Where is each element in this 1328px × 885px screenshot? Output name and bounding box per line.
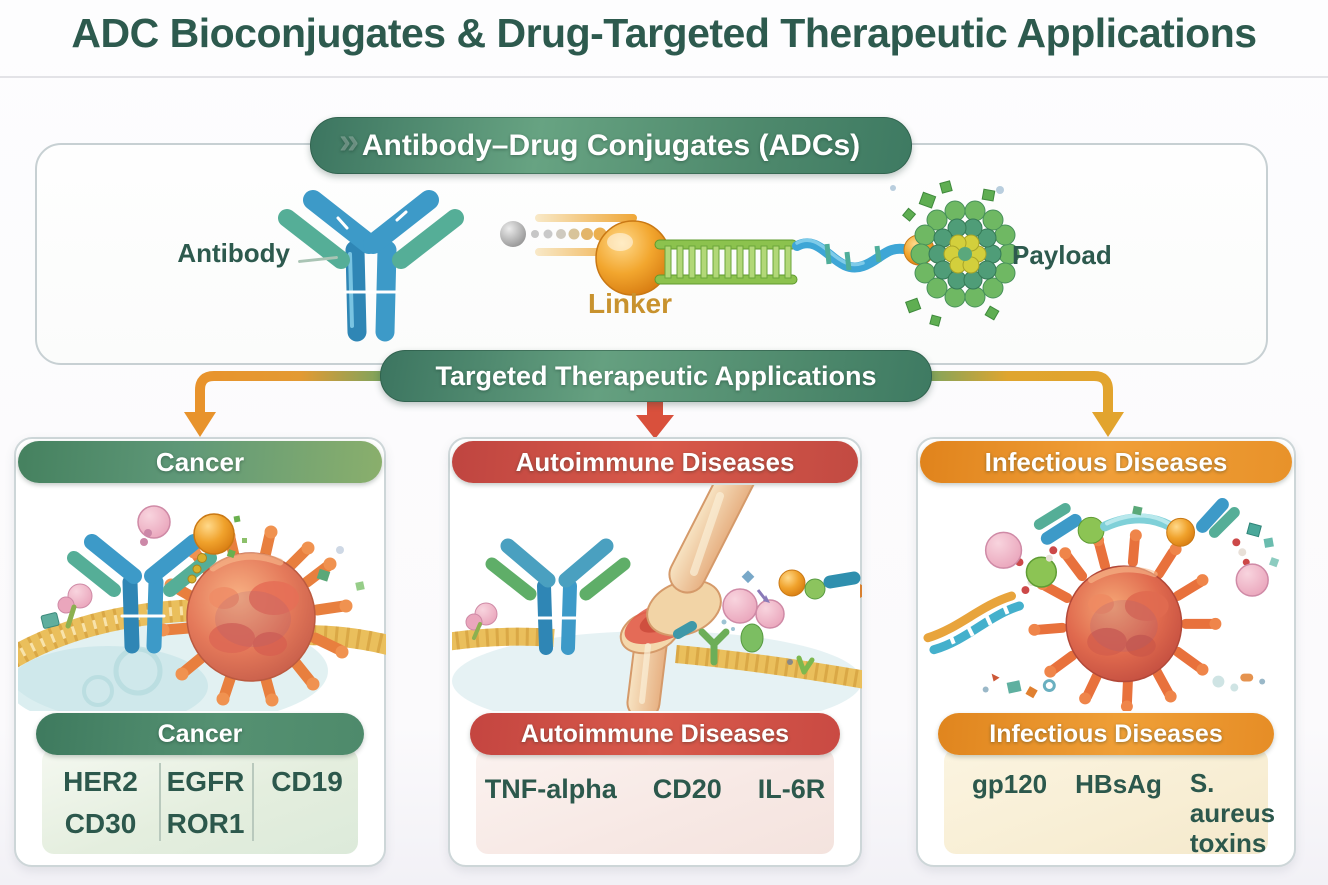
column-divider: [159, 763, 161, 841]
panel-autoimmune: Autoimmune Diseases: [448, 437, 862, 867]
target-her2: HER2: [63, 766, 138, 797]
cancer-illustration: [18, 505, 386, 711]
applications-banner-label: Targeted Therapeutic Applications: [435, 360, 877, 391]
infectious-targets-box: gp120 HBsAg S. aureus toxins: [944, 749, 1275, 858]
cancer-targets-box: HER2 EGFR CD19 CD30 ROR1: [42, 749, 358, 854]
infectious-illustration: [923, 498, 1280, 711]
payload-cluster: [890, 180, 1020, 327]
target-cd30: CD30: [64, 808, 137, 839]
linker-sphere: [595, 220, 671, 296]
target-egfr: EGFR: [166, 766, 245, 797]
debris-specks: [316, 546, 365, 591]
payload-label: Payload: [1012, 240, 1112, 270]
antibody-label: Antibody: [177, 238, 290, 268]
chevrons-icon: »: [339, 120, 360, 161]
infectious-subheader: Infectious Diseases: [938, 713, 1274, 755]
cytokine-molecules: [673, 569, 862, 666]
page-title: ADC Bioconjugates & Drug-Targeted Therap…: [71, 10, 1257, 56]
autoimmune-subheader: Autoimmune Diseases: [470, 713, 840, 755]
membrane-sprout: [787, 655, 815, 675]
autoimmune-targets-box: TNF-alpha CD20 IL-6R: [476, 749, 834, 854]
virus-particle: [1028, 529, 1222, 711]
title-divider: [0, 76, 1328, 78]
target-cd19: CD19: [271, 766, 343, 797]
applications-banner: Targeted Therapeutic Applications: [380, 350, 932, 402]
adc-banner-label: Antibody–Drug Conjugates (ADCs): [361, 128, 861, 162]
adc-diagram-illustration: [278, 180, 1020, 342]
cancer-subheader: Cancer: [36, 713, 364, 755]
panel-cancer-header: Cancer: [18, 441, 382, 483]
column-divider: [252, 763, 254, 841]
arrow-to-cancer: [184, 371, 382, 437]
cancer-targets-section: Cancer HER2 EGFR CD19 CD30 ROR1: [36, 713, 364, 859]
antibody-illustration: [278, 190, 464, 342]
linker-ladder: [654, 239, 798, 285]
target-gp120: gp120: [972, 769, 1048, 799]
membrane-receptor: [465, 602, 498, 640]
membrane-receptor: [40, 583, 93, 629]
autoimmune-targets-section: Autoimmune Diseases TNF-alpha CD20 IL-6R: [470, 713, 840, 859]
target-cd20: CD20: [652, 773, 722, 804]
autoimmune-illustration: [452, 485, 862, 711]
target-hbsag: HBsAg: [1075, 769, 1162, 799]
flow-arrows: [184, 371, 1124, 439]
dna-strand: [792, 238, 914, 273]
debris-specks: [982, 673, 1266, 699]
panel-cancer: Cancer: [14, 437, 386, 867]
linker-label: Linker: [587, 288, 673, 319]
target-tnf-alpha: TNF-alpha: [484, 773, 617, 804]
dna-ribbon: [923, 591, 1024, 655]
adc-conjugate-chain: [984, 498, 1280, 597]
adc-banner: » Antibody–Drug Conjugates (ADCs): [310, 117, 912, 174]
infectious-targets-section: Infectious Diseases gp120 HBsAg S. aureu…: [938, 713, 1275, 859]
target-s-aureus-toxins: S. aureus toxins: [1189, 768, 1276, 858]
adc-antibody-on-cell: [67, 534, 217, 654]
target-ror1: ROR1: [166, 808, 245, 839]
panel-infectious: Infectious Diseases: [916, 437, 1296, 867]
antibody-on-joint: [485, 538, 631, 655]
panel-autoimmune-header: Autoimmune Diseases: [452, 441, 858, 483]
target-il6r: IL-6R: [757, 773, 826, 804]
bone-joint: [619, 485, 759, 711]
panel-infectious-header: Infectious Diseases: [920, 441, 1292, 483]
conjugation-trail: [500, 214, 637, 256]
arrow-to-infectious: [926, 371, 1124, 437]
payload-spheres: [137, 505, 247, 584]
